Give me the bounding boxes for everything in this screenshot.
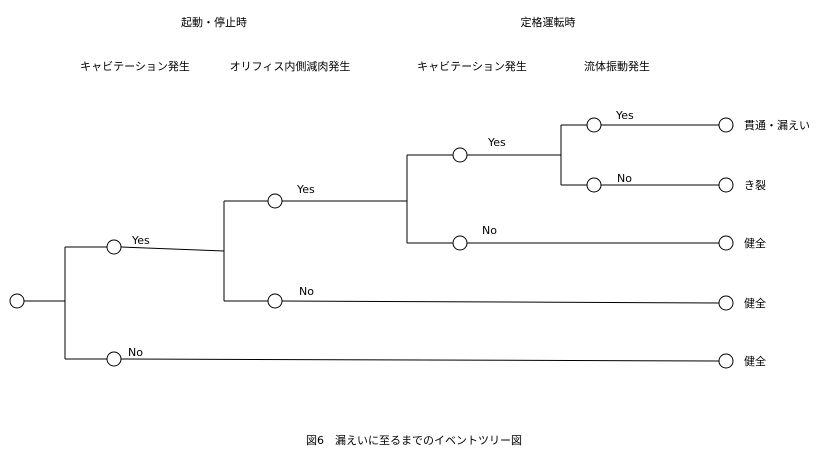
node-4-yes: [586, 117, 602, 133]
label-3-yes: Yes: [487, 136, 506, 149]
outcome-1: 貫通・漏えい: [744, 119, 810, 132]
outcome-5: 健全: [744, 354, 766, 368]
label-3-no: No: [482, 224, 497, 237]
label-4-yes: Yes: [615, 109, 634, 122]
root-node: [9, 293, 25, 309]
branch-1-yes-line-out: [120, 246, 225, 252]
node-1-no: [106, 351, 122, 367]
label-4-no: No: [617, 172, 632, 185]
label-2-no: No: [299, 285, 314, 298]
outcome-node-1: [718, 117, 734, 133]
figure-caption: 図6 漏えいに至るまでのイベントツリー図: [306, 434, 522, 447]
node-2-yes: [267, 193, 283, 209]
header-start-stop: 起動・停止時: [181, 15, 247, 29]
outcome-3: 健全: [744, 236, 766, 250]
node-3-no: [452, 235, 468, 251]
branch-1-no-line-out: [120, 358, 720, 362]
node-3-yes: [452, 147, 468, 163]
outcome-4: 健全: [744, 296, 766, 310]
header-cavitation-1: キャビテーション発生: [80, 59, 190, 73]
node-4-no: [586, 177, 602, 193]
node-2-no: [267, 293, 283, 309]
header-flow-vibration: 流体振動発生: [584, 59, 650, 73]
branch-2-no-line-out: [281, 300, 720, 304]
outcome-node-2: [718, 177, 734, 193]
label-1-no: No: [128, 346, 143, 359]
node-1-yes: [106, 239, 122, 255]
header-cavitation-2: キャビテーション発生: [417, 59, 527, 73]
outcome-node-5: [718, 353, 734, 369]
outcome-2: き裂: [744, 179, 766, 192]
label-1-yes: Yes: [131, 234, 150, 247]
label-2-yes: Yes: [296, 183, 315, 196]
header-rated-operation: 定格運転時: [521, 15, 576, 29]
header-orifice-thinning: オリフィス内側減肉発生: [230, 59, 351, 73]
outcome-node-4: [718, 295, 734, 311]
outcome-node-3: [718, 235, 734, 251]
